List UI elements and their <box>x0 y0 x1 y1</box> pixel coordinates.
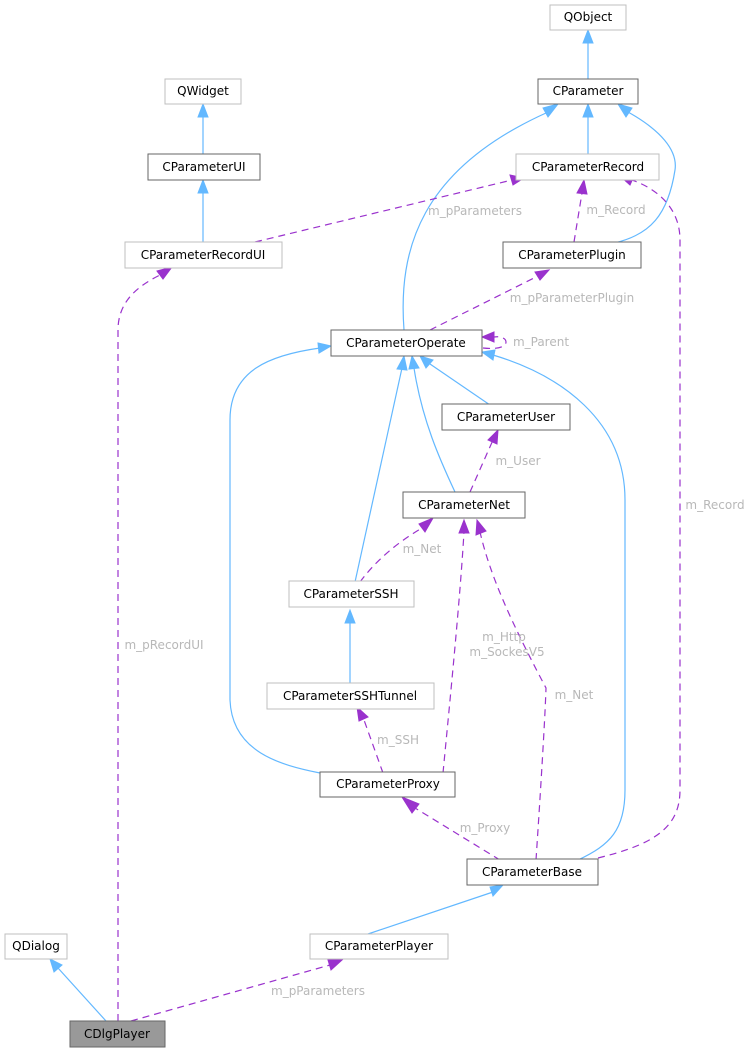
edge-proxy-net <box>442 531 465 774</box>
node-label: CParameterSSH <box>303 587 398 601</box>
edge-net-user <box>469 439 494 493</box>
node-label: CParameterProxy <box>336 777 440 791</box>
arrow-proxy-sshtunnel <box>356 705 369 722</box>
node-cparameterplugin[interactable]: CParameterPlugin <box>502 241 642 269</box>
edge-label: m_Record <box>586 203 645 217</box>
node-cparameterrecord[interactable]: CParameterRecord <box>515 153 660 181</box>
arrow-proxy-net <box>458 518 470 534</box>
node-cparameternet[interactable]: CParameterNet <box>402 491 526 519</box>
arrow-operate-plugin <box>534 269 551 281</box>
edge-base-record <box>597 179 681 859</box>
arrow-dlgplayer-player <box>327 959 344 971</box>
edge-label: m_Proxy <box>460 821 511 835</box>
node-cparameteroperate[interactable]: CParameterOperate <box>330 329 483 357</box>
node-cparameterproxy[interactable]: CParameterProxy <box>319 771 456 798</box>
arrow-cparameterplugin-cparameter <box>616 103 633 118</box>
edge-cparameteruser-cparameteroperate <box>429 363 491 406</box>
edges-layer <box>49 28 681 1022</box>
arrow-cparameteroperate-cparameter <box>542 103 560 118</box>
arrow-cdlgplayer-qdialog <box>49 958 63 973</box>
arrow-operate-self <box>480 331 495 343</box>
node-label: QDialog <box>12 939 60 953</box>
edge-label: m_Net <box>555 688 594 702</box>
node-label: CDlgPlayer <box>84 1027 150 1041</box>
node-label: CParameterUser <box>457 410 555 424</box>
node-label: CParameterSSHTunnel <box>283 689 417 703</box>
arrow-cparameternet-cparameteroperate <box>408 354 420 370</box>
arrow-dlgplayer-recordui <box>156 266 174 280</box>
arrow-cparameterbase-cparameteroperate <box>480 349 496 361</box>
edge-cparameterproxy-cparameteroperate <box>229 347 321 774</box>
edge-label: m_SSH <box>377 733 419 747</box>
edge-label: m_pRecordUI <box>124 638 203 652</box>
node-cparameterrecordui[interactable]: CParameterRecordUI <box>124 241 283 269</box>
node-label: CParameterOperate <box>346 336 466 350</box>
arrow-base-proxy <box>400 795 420 814</box>
edge-label: m_User <box>495 454 540 468</box>
edge-label: m_Net <box>403 542 442 556</box>
edge-cparameterplayer-cparameterbase <box>367 891 494 935</box>
node-cparameterssh[interactable]: CParameterSSH <box>288 580 415 608</box>
edge-label: m_pParameterPlugin <box>510 291 634 305</box>
edge-cparameteroperate-cparameter <box>402 112 547 331</box>
edge-proxy-sshtunnel <box>363 719 384 774</box>
node-qwidget[interactable]: QWidget <box>164 78 242 105</box>
node-cparameterplayer[interactable]: CParameterPlayer <box>309 933 449 960</box>
edge-label-line1: m_Http <box>482 630 526 644</box>
edge-base-proxy <box>414 807 501 861</box>
node-label: CParameterBase <box>482 865 582 879</box>
node-label: CParameterRecordUI <box>141 248 266 262</box>
node-cdlgplayer[interactable]: CDlgPlayer <box>69 1020 166 1048</box>
edge-cparameterplugin-cparameter <box>613 111 676 244</box>
arrow-net-user <box>487 428 499 445</box>
edge-label: m_Record <box>685 498 744 512</box>
edge-label-line2: m_SockesV5 <box>469 645 544 659</box>
node-label: CParameterNet <box>418 498 510 512</box>
edge-operate-self <box>482 336 507 350</box>
arrow-base-net <box>475 518 487 536</box>
arrow-cparameterproxy-cparameteroperate <box>317 342 333 354</box>
arrow-cparametersshtunnel-cparameterssh <box>344 608 356 624</box>
edge-cparameterssh-cparameteroperate <box>354 367 403 583</box>
node-label: CParameterUI <box>162 160 245 174</box>
node-cparameterui[interactable]: CParameterUI <box>147 153 261 181</box>
arrow-ssh-net <box>418 516 435 533</box>
edge-dlgplayer-player <box>130 964 331 1022</box>
edge-label: m_pParameters <box>271 984 365 998</box>
arrow-cparameteruser-cparameteroperate <box>419 355 434 369</box>
node-label: QObject <box>564 10 613 24</box>
arrow-cparameterui-qwidget <box>197 102 209 118</box>
edge-base-net <box>479 531 547 861</box>
edge-cparameternet-cparameteroperate <box>413 367 456 493</box>
node-label: QWidget <box>177 84 229 98</box>
arrow-plugin-record <box>576 178 588 195</box>
edge-labels-layer: m_pParameters m_Record m_pParameterPlugi… <box>124 203 744 998</box>
arrow-cparameterrecordui-cparameterui <box>197 178 209 194</box>
arrow-cparameter-qobject <box>582 28 594 44</box>
arrow-cparameterplayer-cparameterbase <box>489 884 505 897</box>
node-label: CParameterPlugin <box>518 248 626 262</box>
edge-label: m_pParameters <box>428 204 522 218</box>
node-qdialog[interactable]: QDialog <box>4 933 68 960</box>
edge-ssh-net <box>359 527 423 583</box>
node-cparametersshtunnel[interactable]: CParameterSSHTunnel <box>266 682 435 710</box>
nodes-layer: QObject CParameter QWidget CParameterUI … <box>4 4 660 1048</box>
node-cparameteruser[interactable]: CParameterUser <box>441 403 571 431</box>
node-cparameter[interactable]: CParameter <box>537 78 639 105</box>
edge-dlgplayer-recordui <box>117 274 161 1021</box>
node-label: CParameterRecord <box>532 160 644 174</box>
node-cparameterbase[interactable]: CParameterBase <box>466 858 599 886</box>
edge-cparameterbase-cparameteroperate <box>492 354 626 861</box>
edge-recordui-record <box>254 179 513 243</box>
edge-label: m_Parent <box>513 335 569 349</box>
edge-operate-plugin <box>429 275 539 331</box>
edge-plugin-record <box>573 192 583 243</box>
arrow-cparameterrecord-cparameter <box>582 102 594 118</box>
node-label: CParameterPlayer <box>325 939 433 953</box>
edge-cdlgplayer-qdialog <box>57 967 107 1022</box>
node-label: CParameter <box>553 84 624 98</box>
arrow-cparameterssh-cparameteroperate <box>396 354 408 371</box>
node-qobject[interactable]: QObject <box>549 4 627 31</box>
